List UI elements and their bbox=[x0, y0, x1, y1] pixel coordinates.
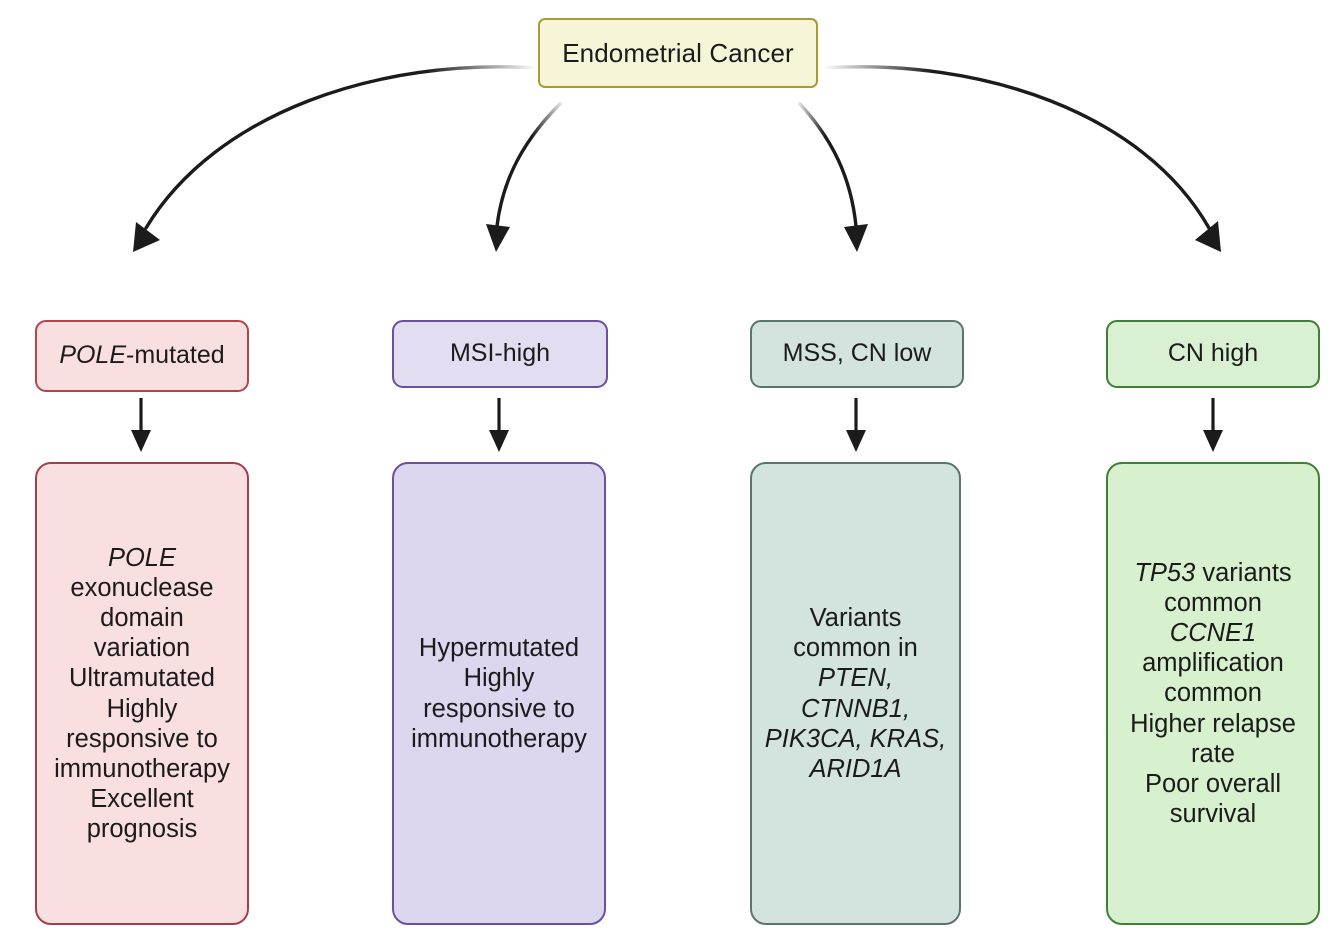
header-node-label-rest: -mutated bbox=[126, 341, 225, 370]
body-line: Highly bbox=[463, 664, 535, 693]
body-line: rate bbox=[1191, 739, 1235, 768]
body-line: amplification bbox=[1142, 649, 1284, 678]
body-line: domain bbox=[100, 604, 184, 633]
body-line: responsive to bbox=[66, 724, 218, 753]
body-line: Highly bbox=[106, 694, 178, 723]
header-node-msi-high[interactable]: MSI-high bbox=[392, 320, 608, 388]
body-line: Excellent bbox=[90, 784, 194, 813]
body-node-text: Hypermutated Highly responsive to immuno… bbox=[400, 633, 598, 753]
body-line: common bbox=[1164, 679, 1262, 708]
body-line: Poor overall bbox=[1144, 769, 1282, 798]
header-node-mss-cn-low[interactable]: MSS, CN low bbox=[750, 320, 964, 388]
body-node-text: Variants common in PTEN, CTNNB1, PIK3CA,… bbox=[758, 603, 953, 783]
body-line: immunotherapy bbox=[411, 724, 587, 753]
body-line: CCNE1 bbox=[1170, 619, 1256, 647]
gene-name: CCNE1 bbox=[1169, 619, 1257, 648]
body-line: prognosis bbox=[86, 814, 198, 843]
body-line: Variants bbox=[809, 604, 902, 633]
body-line: CTNNB1, bbox=[801, 695, 910, 723]
header-node-label: CN high bbox=[1167, 339, 1259, 368]
gene-name: PTEN, bbox=[817, 664, 894, 693]
body-line: exonuclease bbox=[70, 574, 214, 603]
body-node-mss-cn-low[interactable]: Variants common in PTEN, CTNNB1, PIK3CA,… bbox=[750, 462, 961, 925]
body-line: variation bbox=[93, 634, 191, 663]
root-node-endometrial-cancer[interactable]: Endometrial Cancer bbox=[538, 18, 818, 88]
header-node-cn-high[interactable]: CN high bbox=[1106, 320, 1320, 388]
header-node-label: POLE-mutated bbox=[59, 341, 224, 371]
body-node-pole-mutated[interactable]: POLE exonuclease domain variation Ultram… bbox=[35, 462, 249, 925]
body-line: Higher relapse bbox=[1130, 709, 1296, 738]
root-node-label: Endometrial Cancer bbox=[562, 37, 794, 68]
body-line: immunotherapy bbox=[54, 754, 230, 783]
body-line: ARID1A bbox=[809, 755, 901, 783]
body-node-msi-high[interactable]: Hypermutated Highly responsive to immuno… bbox=[392, 462, 606, 925]
body-line: common bbox=[1164, 589, 1262, 618]
gene-name: PIK3CA, KRAS, bbox=[764, 724, 947, 753]
gene-name: TP53 bbox=[1134, 559, 1196, 588]
gene-name: CTNNB1, bbox=[800, 694, 911, 723]
body-node-cn-high[interactable]: TP53 variants common CCNE1 amplification… bbox=[1106, 462, 1320, 925]
gene-name: ARID1A bbox=[809, 754, 902, 783]
body-line: PTEN, bbox=[818, 664, 893, 692]
header-node-label: MSS, CN low bbox=[782, 339, 932, 368]
body-line: common in bbox=[793, 634, 918, 663]
column-connector-arrows bbox=[139, 398, 1215, 435]
body-line: PIK3CA, KRAS, bbox=[765, 725, 946, 753]
gene-name-pole: POLE bbox=[59, 341, 127, 370]
body-line: Ultramutated bbox=[69, 664, 215, 693]
body-line: TP53 variants bbox=[1134, 559, 1292, 588]
body-node-text: TP53 variants common CCNE1 amplification… bbox=[1114, 558, 1312, 829]
body-line: responsive to bbox=[423, 694, 575, 723]
gene-name: POLE bbox=[107, 544, 177, 573]
body-line: Hypermutated bbox=[418, 634, 580, 663]
body-line: survival bbox=[1169, 799, 1257, 828]
header-node-pole-mutated[interactable]: POLE-mutated bbox=[35, 320, 249, 392]
body-line: POLE bbox=[108, 544, 176, 572]
body-node-text: POLE exonuclease domain variation Ultram… bbox=[43, 543, 241, 844]
header-node-label: MSI-high bbox=[449, 339, 551, 368]
